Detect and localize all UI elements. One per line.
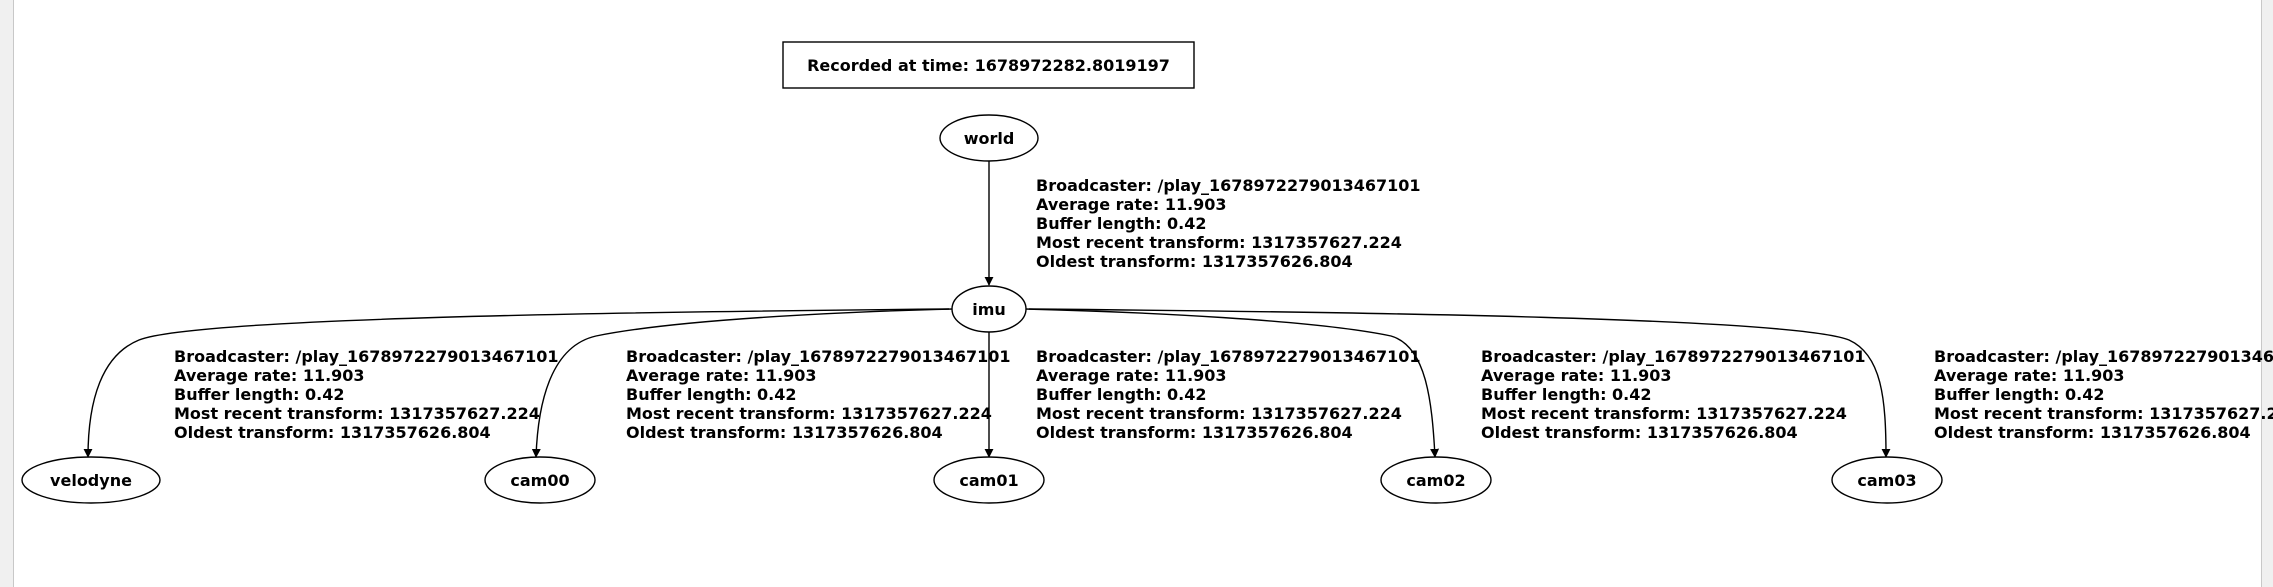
edge-label-world-imu: Broadcaster: /play_1678972279013467101 A…	[1036, 176, 1421, 271]
recorded-time-label: Recorded at time: 1678972282.8019197	[807, 56, 1170, 75]
node-velodyne[interactable]: velodyne	[21, 456, 161, 504]
node-cam00[interactable]: cam00	[484, 456, 596, 504]
buffer-length-label: Buffer length: 0.42	[1934, 385, 2105, 404]
node-cam00-label: cam00	[510, 471, 569, 490]
average-rate-label: Average rate: 11.903	[174, 366, 365, 385]
most-recent-transform-label: Most recent transform: 1317357627.224	[1036, 404, 1402, 423]
edge-imu-cam02	[1024, 308, 1440, 458]
tf-tree-graph: Recorded at time: 1678972282.8019197 Bro…	[21, 41, 2273, 504]
edge-imu-cam03	[1028, 308, 1891, 458]
node-cam01[interactable]: cam01	[933, 456, 1045, 504]
node-cam02-label: cam02	[1406, 471, 1465, 490]
node-cam03[interactable]: cam03	[1831, 456, 1943, 504]
buffer-length-label: Buffer length: 0.42	[1481, 385, 1652, 404]
buffer-length-label: Buffer length: 0.42	[1036, 214, 1207, 233]
buffer-length-label: Buffer length: 0.42	[174, 385, 345, 404]
buffer-length-label: Buffer length: 0.42	[626, 385, 797, 404]
edge-imu-cam00	[531, 308, 954, 458]
oldest-transform-label: Oldest transform: 1317357626.804	[1934, 423, 2251, 442]
node-cam03-label: cam03	[1857, 471, 1916, 490]
oldest-transform-label: Oldest transform: 1317357626.804	[1036, 252, 1353, 271]
node-cam02[interactable]: cam02	[1380, 456, 1492, 504]
node-cam01-label: cam01	[959, 471, 1018, 490]
edge-label-imu-cam01: Broadcaster: /play_1678972279013467101 A…	[1036, 347, 1421, 442]
node-velodyne-label: velodyne	[50, 471, 132, 490]
oldest-transform-label: Oldest transform: 1317357626.804	[626, 423, 943, 442]
recorded-time-box: Recorded at time: 1678972282.8019197	[782, 41, 1195, 89]
edge-imu-velodyne	[83, 308, 950, 458]
node-world-label: world	[964, 129, 1015, 148]
edge-label-imu-velodyne: Broadcaster: /play_1678972279013467101 A…	[174, 347, 559, 442]
node-imu-label: imu	[972, 300, 1006, 319]
most-recent-transform-label: Most recent transform: 1317357627.224	[1036, 233, 1402, 252]
oldest-transform-label: Oldest transform: 1317357626.804	[174, 423, 491, 442]
average-rate-label: Average rate: 11.903	[1036, 366, 1227, 385]
node-imu[interactable]: imu	[951, 285, 1027, 333]
most-recent-transform-label: Most recent transform: 1317357627.224	[1934, 404, 2273, 423]
broadcaster-label: Broadcaster: /play_1678972279013467101	[1036, 176, 1421, 195]
edge-label-imu-cam03: Broadcaster: /play_1678972279013467101 A…	[1934, 347, 2273, 442]
oldest-transform-label: Oldest transform: 1317357626.804	[1036, 423, 1353, 442]
broadcaster-label: Broadcaster: /play_1678972279013467101	[626, 347, 1011, 366]
oldest-transform-label: Oldest transform: 1317357626.804	[1481, 423, 1798, 442]
most-recent-transform-label: Most recent transform: 1317357627.224	[174, 404, 540, 423]
average-rate-label: Average rate: 11.903	[1934, 366, 2125, 385]
broadcaster-label: Broadcaster: /play_1678972279013467101	[1934, 347, 2273, 366]
edge-label-imu-cam00: Broadcaster: /play_1678972279013467101 A…	[626, 347, 1011, 442]
broadcaster-label: Broadcaster: /play_1678972279013467101	[1481, 347, 1866, 366]
average-rate-label: Average rate: 11.903	[626, 366, 817, 385]
buffer-length-label: Buffer length: 0.42	[1036, 385, 1207, 404]
average-rate-label: Average rate: 11.903	[1036, 195, 1227, 214]
most-recent-transform-label: Most recent transform: 1317357627.224	[626, 404, 992, 423]
average-rate-label: Average rate: 11.903	[1481, 366, 1672, 385]
node-world[interactable]: world	[939, 114, 1039, 162]
broadcaster-label: Broadcaster: /play_1678972279013467101	[1036, 347, 1421, 366]
tf-tree-viewport[interactable]: Recorded at time: 1678972282.8019197 Bro…	[13, 0, 2273, 587]
edge-label-imu-cam02: Broadcaster: /play_1678972279013467101 A…	[1481, 347, 1866, 442]
broadcaster-label: Broadcaster: /play_1678972279013467101	[174, 347, 559, 366]
most-recent-transform-label: Most recent transform: 1317357627.224	[1481, 404, 1847, 423]
